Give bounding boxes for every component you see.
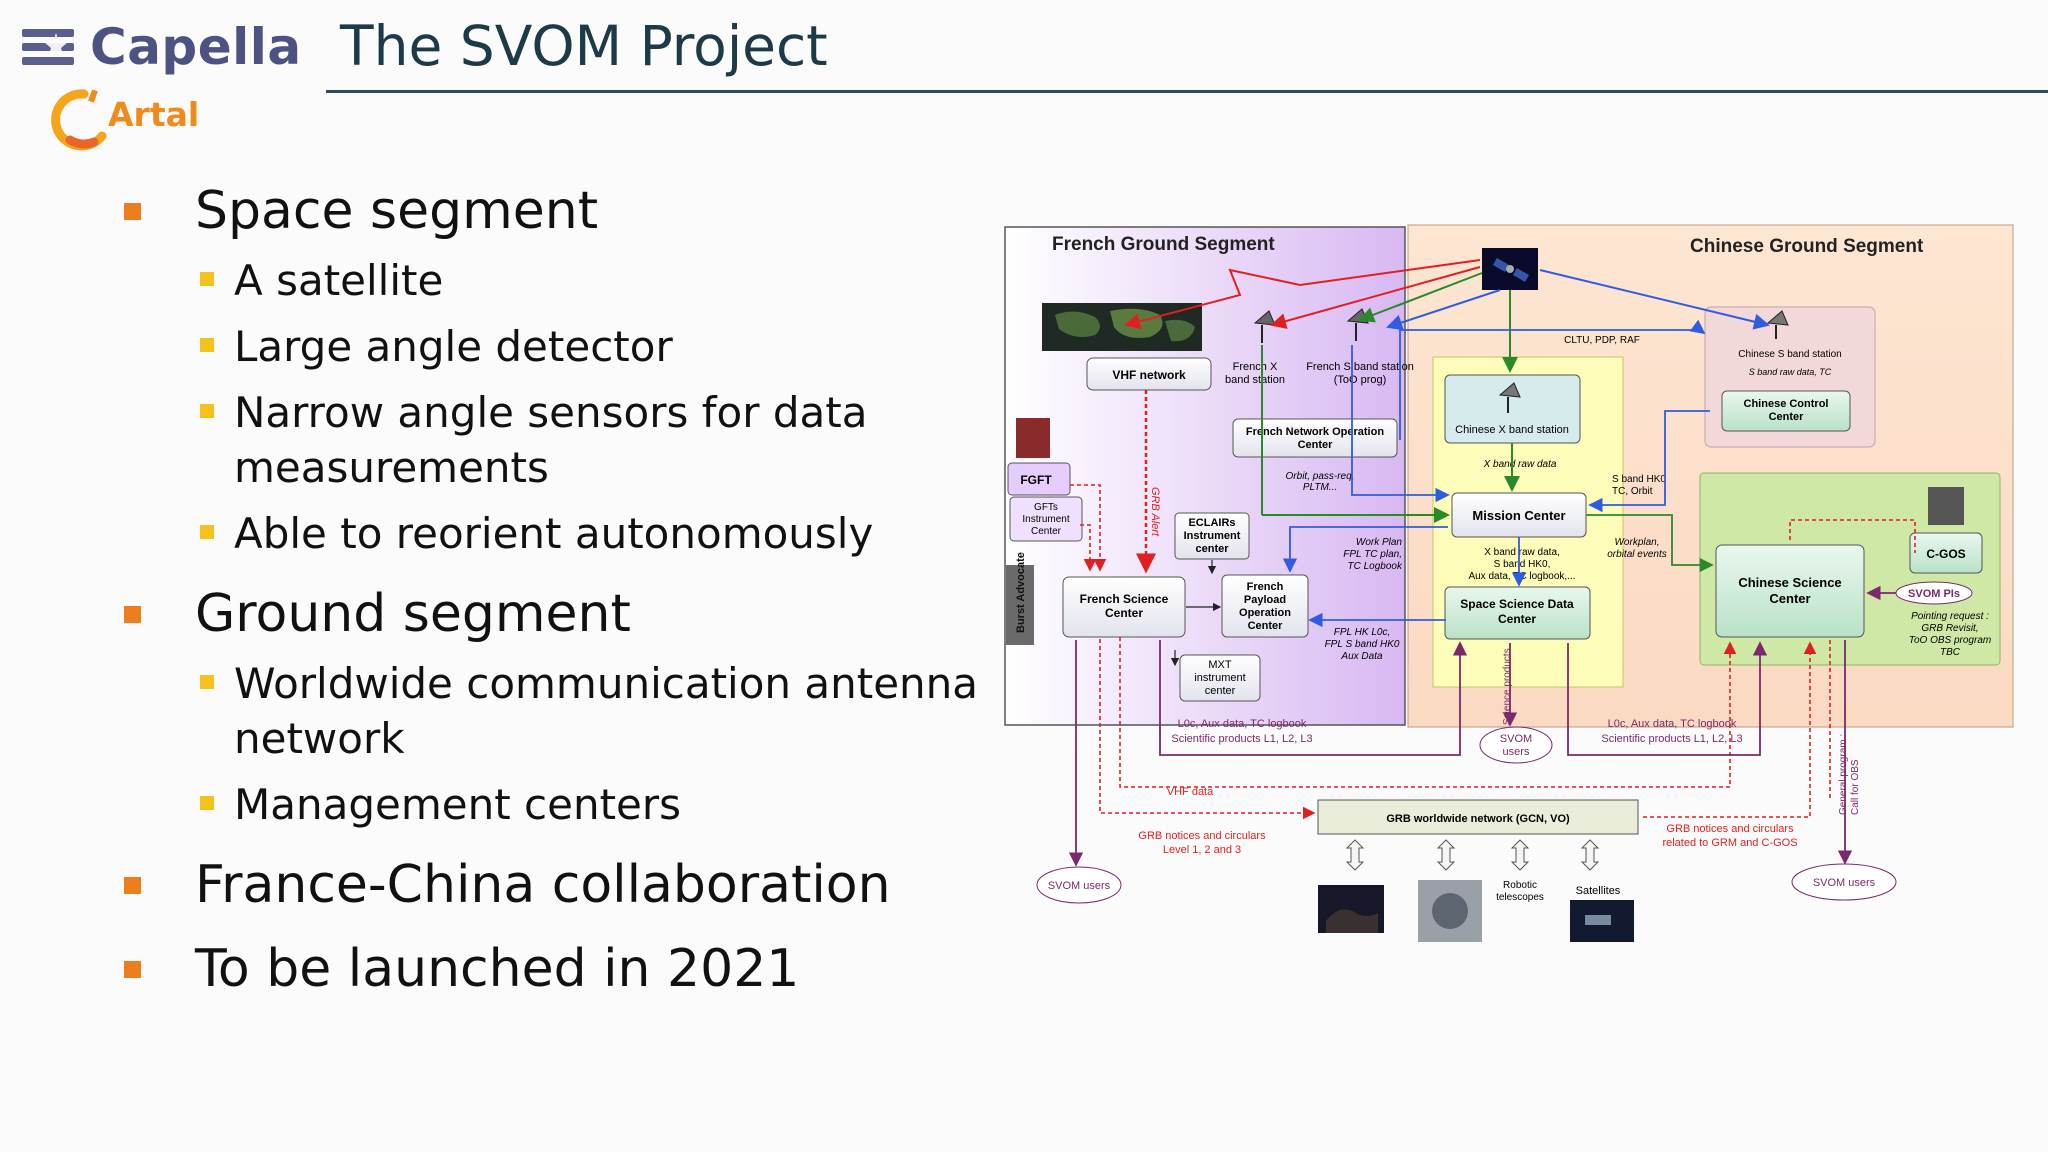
grb-network-label: GRB worldwide network (GCN, VO) [1386,813,1570,825]
vhf-network-box [1086,357,1212,391]
hollow-arrows [1345,839,1600,871]
fgft-box [1007,462,1071,496]
connectors [1068,259,1916,867]
eclairs-box [1174,512,1250,560]
vhf-network-label: VHF network [1112,368,1186,382]
grb-alert-label: GRB Alert [1149,487,1161,537]
bullet-level2: Management centers [120,777,1000,832]
french-s-band-label: French S band station(ToO prog) [1306,361,1414,386]
burst-advocate-box [1006,565,1034,645]
french-payload-box [1221,574,1309,638]
chinese-science-center-box [1715,544,1865,638]
bullet-level2: Able to reorient autonomously [120,506,1000,561]
artal-logo: Artal [50,86,199,152]
world-map-image [1042,303,1202,351]
c-gos-telescope-image [1928,487,1964,525]
c-gos-box [1909,532,1983,574]
grb-network-box [1317,799,1639,835]
observatory-image [1318,885,1384,933]
svom-users-left-oval [1036,866,1122,904]
french-science-center-box [1062,576,1186,638]
svom-users-mid-oval [1479,726,1553,764]
svom-users-right-label: SVOM users [1813,877,1876,889]
french-segment-label: French Ground Segment [1052,234,1275,255]
artal-logo-icon [51,89,107,151]
vhf-data-note: VHF data [1167,786,1214,798]
chinese-s-band-antenna-icon [1766,310,1789,339]
svom-pis-label: SVOM PIs [1908,588,1960,600]
page-title: The SVOM Project [340,14,828,78]
fgft-telescope-image [1016,418,1050,458]
satellites-label: Satellites [1576,885,1621,897]
cltu-note: CLTU, PDP, RAF [1564,335,1640,346]
chinese-s-band-label: Chinese S band station [1738,349,1841,360]
satellite-icon [1482,248,1538,290]
bullet-level1: To be launched in 2021 [120,938,1000,1000]
chinese-control-box [1721,390,1851,432]
capella-logo-text: Capella [90,18,302,76]
general-program-note: General program :Call for OBS [1838,734,1861,815]
bullet-level1: France-China collaboration [120,854,1000,916]
french-noc-box [1232,418,1398,458]
c-gos-label: C-GOS [1926,547,1965,561]
pointing-note: Pointing request :GRB Revisit,ToO OBS pr… [1909,611,1991,658]
capella-logo: Capella [22,18,302,76]
mission-center-label: Mission Center [1472,508,1565,523]
gfts-box [1009,496,1083,542]
orbit-note: Orbit, pass-req,PLTM... [1286,471,1355,493]
bullet-level2: A satellite [120,253,1000,308]
bullet-level2: Worldwide communication antenna network [120,656,1000,766]
s-band-raw-note: S band raw data, TC [1749,367,1832,377]
workplan-note: Workplan,orbital events [1607,537,1666,560]
burst-advocate-label: Burst Advocate [1015,552,1027,633]
capella-logo-icon [22,25,78,69]
x-band-raw-note: X band raw data [1483,459,1557,470]
artal-logo-text: Artal [108,94,200,134]
fgft-label: FGFT [1020,473,1052,487]
robotic-telescope-image [1418,880,1482,942]
satellites-image [1570,900,1634,942]
science-products-label: Science products [1502,648,1513,725]
bullet-list: Space segment A satellite Large angle de… [120,180,1000,1000]
svom-users-left-label: SVOM users [1048,880,1111,892]
title-divider [326,90,2048,93]
bullet-level1: Ground segment [120,583,1000,645]
french-x-band-antenna-icon [1253,310,1276,343]
chinese-x-band-antenna-icon [1498,382,1521,413]
bullet-level2: Large angle detector [120,319,1000,374]
svom-ground-segment-diagram: French Ground Segment Chinese Ground Seg… [1004,224,2014,942]
mxt-box [1179,654,1261,702]
bullet-level2: Narrow angle sensors for data measuremen… [120,385,1000,495]
space-science-box [1444,586,1591,640]
chinese-x-band-label: Chinese X band station [1455,424,1569,436]
bullet-level1: Space segment [120,180,1000,242]
chinese-segment-label: Chinese Ground Segment [1690,236,1924,257]
